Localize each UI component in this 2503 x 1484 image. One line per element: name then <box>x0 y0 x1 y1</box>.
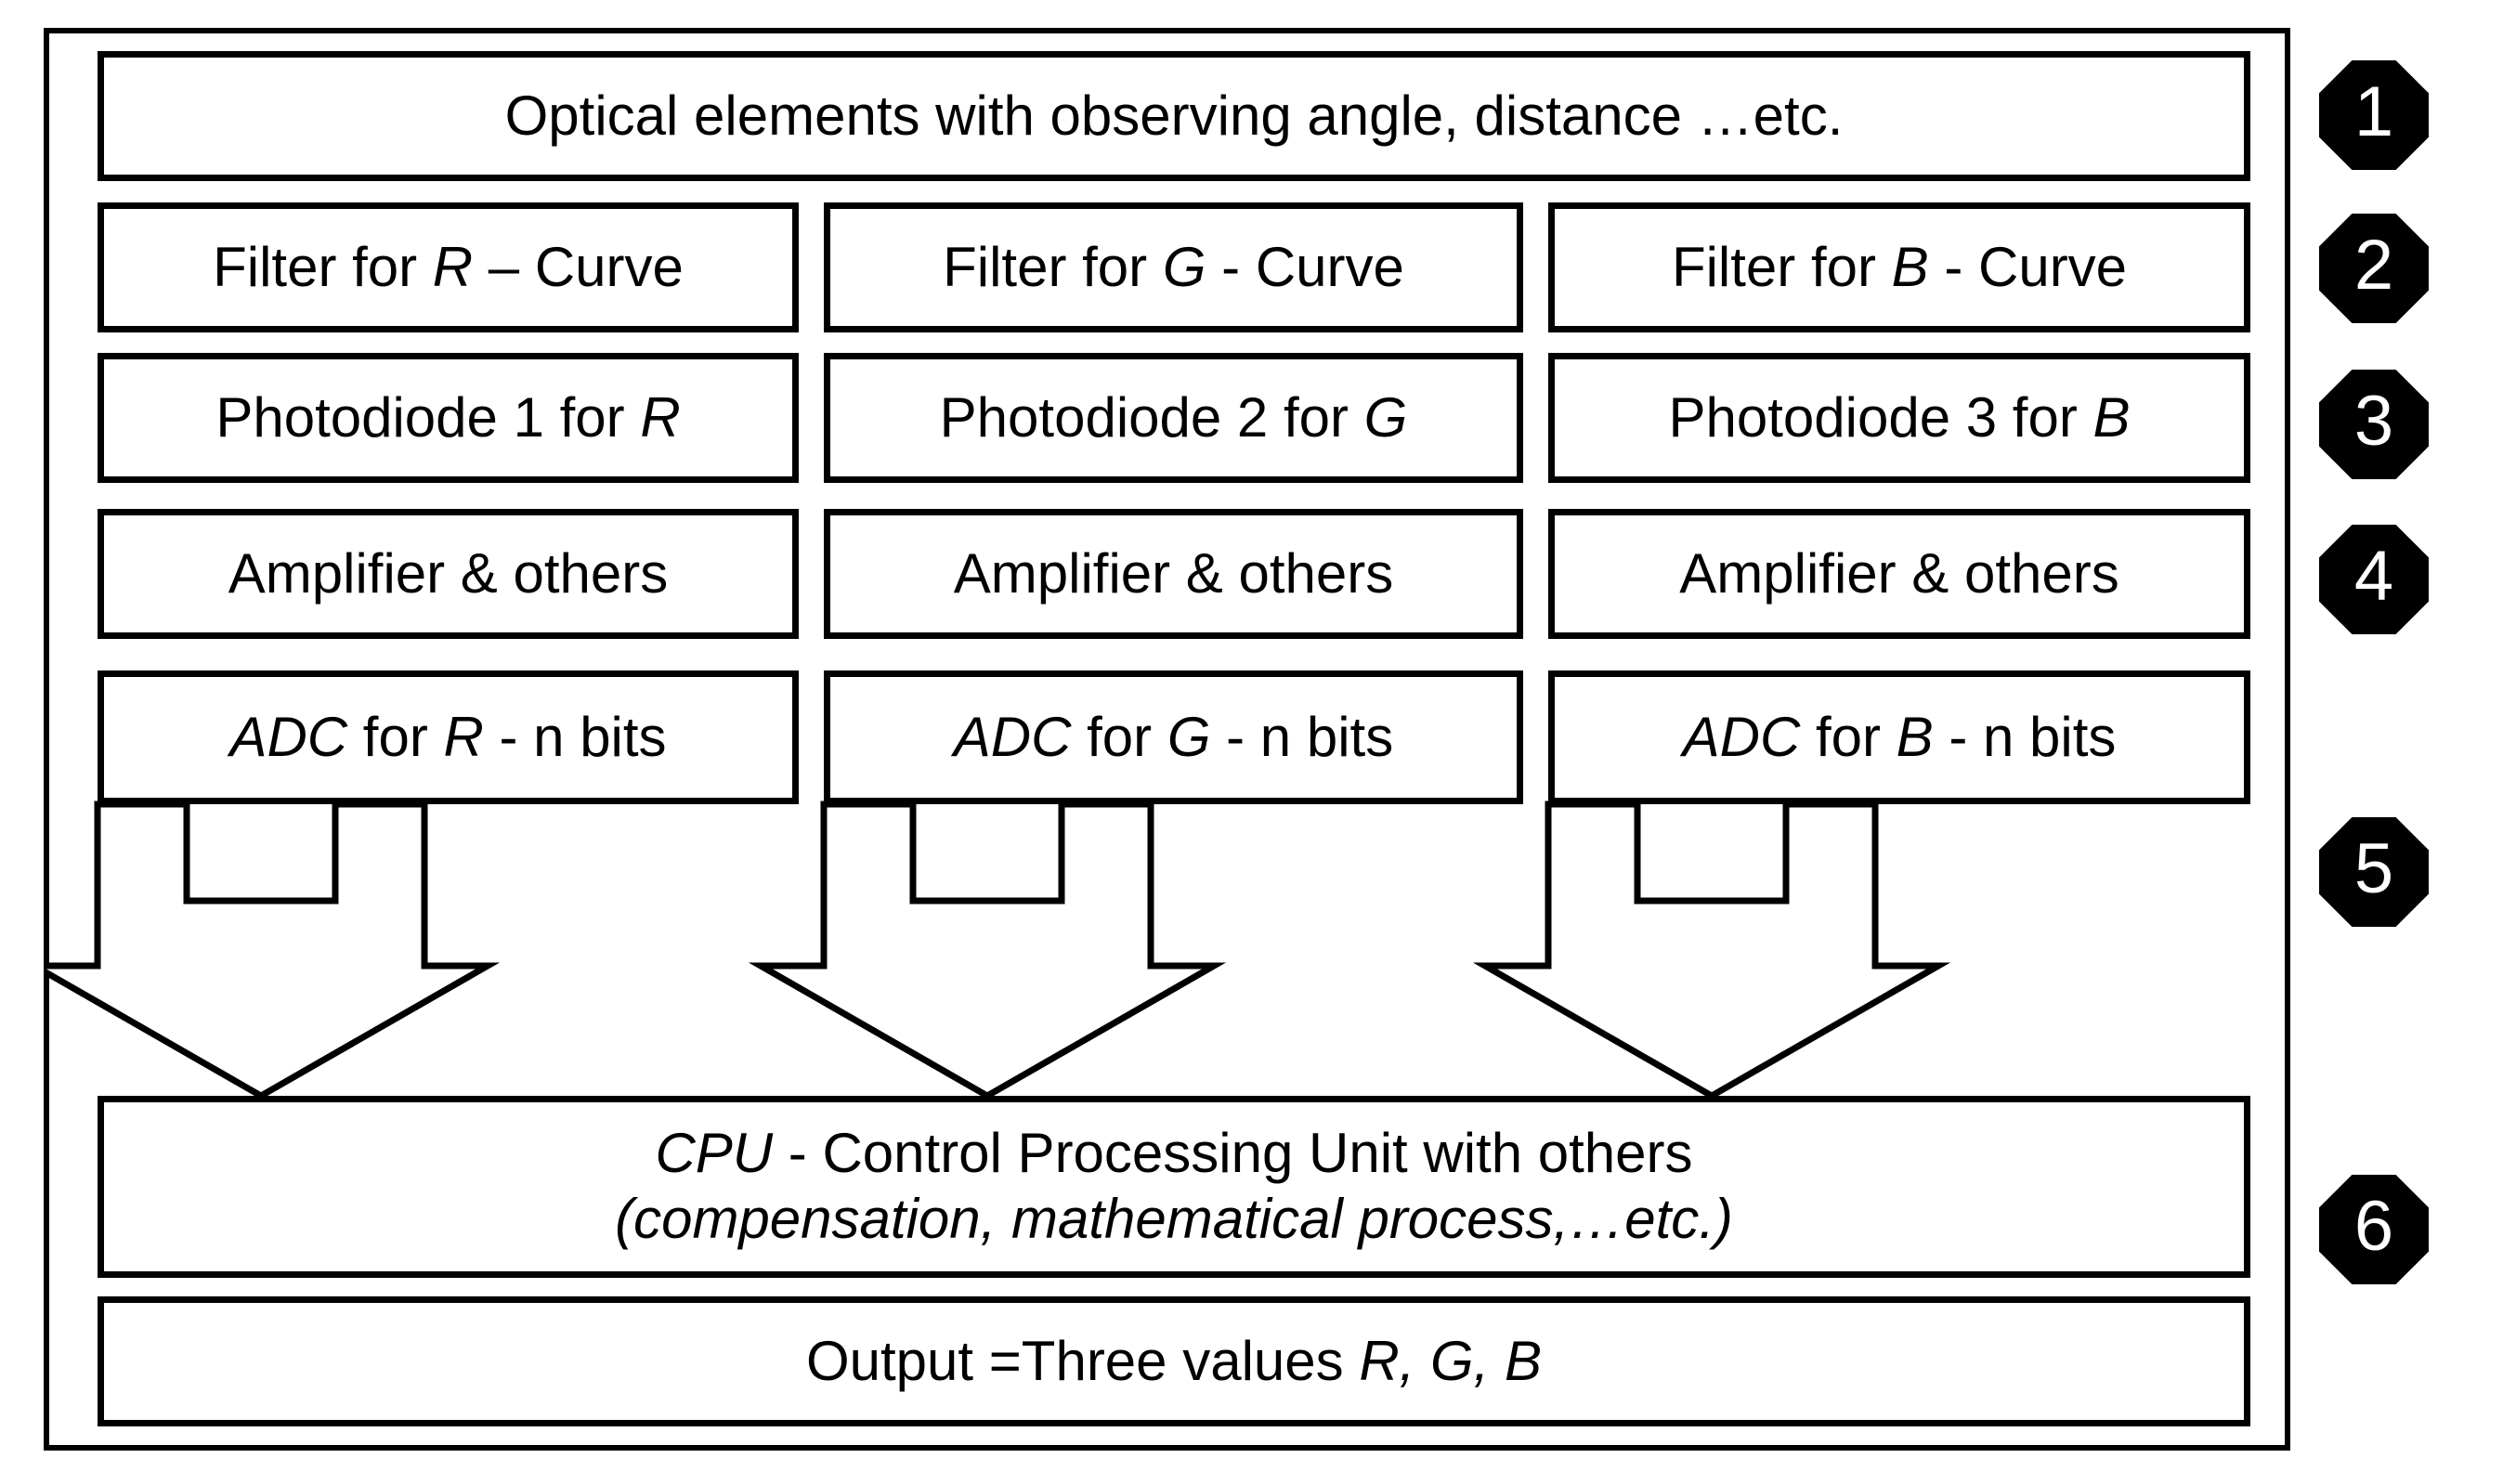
filter-box-r: Filter for R – Curve <box>98 202 799 332</box>
cpu-line-1: CPU - Control Processing Unit with other… <box>655 1122 1693 1185</box>
step-badge-5: 5 <box>2319 817 2429 927</box>
step-badge-6: 6 <box>2319 1175 2429 1284</box>
amplifier-label-r: Amplifier & others <box>228 541 669 605</box>
amplifier-box-r: Amplifier & others <box>98 509 799 639</box>
cpu-box: CPU - Control Processing Unit with other… <box>98 1096 2250 1278</box>
amplifier-box-g: Amplifier & others <box>824 509 1523 639</box>
step-badge-4: 4 <box>2319 525 2429 634</box>
step-badge-3: 3 <box>2319 370 2429 479</box>
filter-box-g: Filter for G - Curve <box>824 202 1523 332</box>
photodiode-box-b: Photodiode 3 for B <box>1548 353 2250 483</box>
amplifier-box-b: Amplifier & others <box>1548 509 2250 639</box>
output-box: Output =Three values R, G, B <box>98 1296 2250 1426</box>
photodiode-box-r: Photodiode 1 for R <box>98 353 799 483</box>
adc-box-g: ADC for G - n bits <box>824 670 1523 804</box>
filter-label-g: Filter for G - Curve <box>943 235 1404 298</box>
output-label: Output =Three values R, G, B <box>805 1329 1543 1392</box>
adc-box-r: ADC for R - n bits <box>98 670 799 804</box>
photodiode-box-g: Photodiode 2 for G <box>824 353 1523 483</box>
amplifier-label-b: Amplifier & others <box>1679 541 2119 605</box>
filter-label-r: Filter for R – Curve <box>213 235 684 298</box>
cpu-label: CPU - Control Processing Unit with other… <box>104 1121 2244 1253</box>
adc-label-g: ADC for G - n bits <box>953 705 1394 768</box>
amplifier-label-g: Amplifier & others <box>953 541 1394 605</box>
filter-box-b: Filter for B - Curve <box>1548 202 2250 332</box>
cpu-line-2: (compensation, mathematical process,…etc… <box>615 1188 1733 1250</box>
adc-box-b: ADC for B - n bits <box>1548 670 2250 804</box>
optical-elements-box: Optical elements with observing angle, d… <box>98 51 2250 181</box>
step-badge-1: 1 <box>2319 60 2429 170</box>
photodiode-label-b: Photodiode 3 for B <box>1668 385 2131 449</box>
optical-elements-label: Optical elements with observing angle, d… <box>504 84 1844 147</box>
filter-label-b: Filter for B - Curve <box>1671 235 2128 298</box>
photodiode-label-r: Photodiode 1 for R <box>215 385 681 449</box>
photodiode-label-g: Photodiode 2 for G <box>939 385 1408 449</box>
step-badge-2: 2 <box>2319 214 2429 323</box>
adc-label-b: ADC for B - n bits <box>1682 705 2117 768</box>
adc-label-r: ADC for R - n bits <box>229 705 667 768</box>
